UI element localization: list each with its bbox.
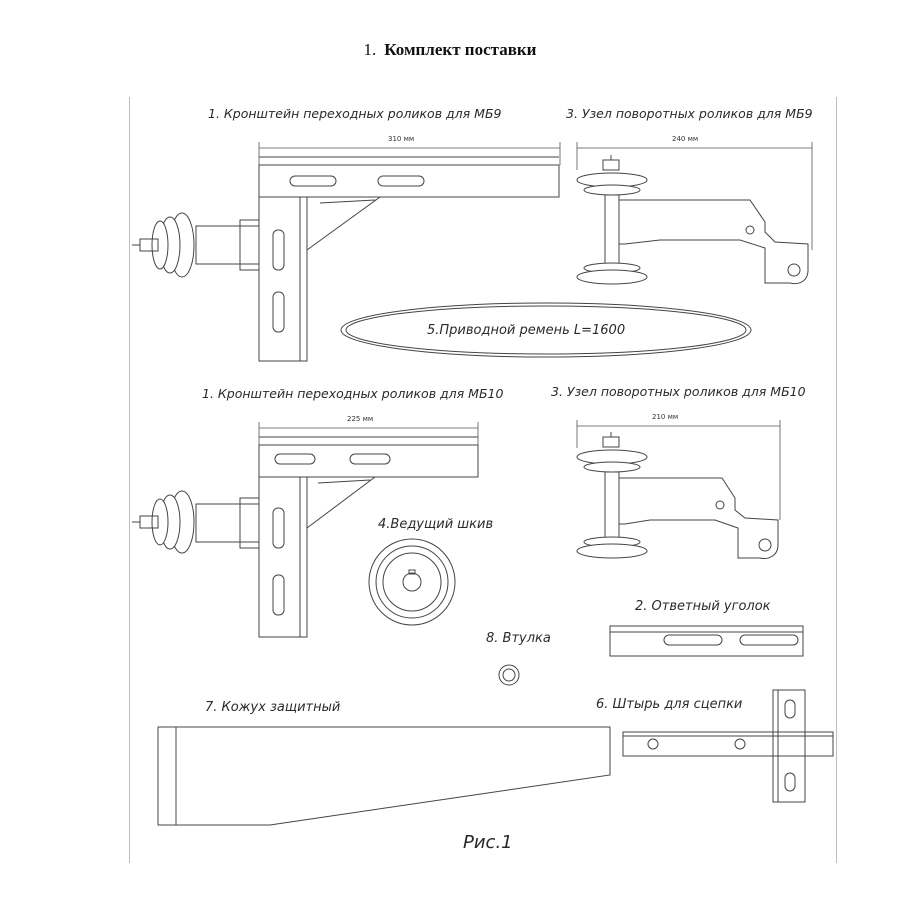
roller-mb10-label: 3. Узел поворотных роликов для МБ10	[551, 384, 806, 399]
heading-number: 1.	[363, 40, 377, 59]
belt-label: 5.Приводной ремень L=1600	[427, 323, 625, 338]
figure-caption: Рис.1	[463, 832, 513, 853]
angle-label: 2. Ответный уголок	[635, 599, 771, 614]
bushing-label: 8. Втулка	[486, 631, 551, 646]
heading-title: Комплект поставки	[384, 40, 537, 59]
bracket-mb10-label: 1. Кронштейн переходных роликов для МБ10	[202, 386, 503, 401]
mating-angle: 2. Ответный уголок	[609, 599, 804, 657]
bracket-mb9-dimension: 310 мм	[388, 135, 414, 143]
drive-belt: 5.Приводной ремень L=1600	[340, 302, 752, 358]
roller-mb9-dimension: 240 мм	[672, 135, 698, 143]
coupling-pin: 6. Штырь для сцепки	[596, 689, 834, 803]
bracket-mb9: 1. Кронштейн переходных роликов для МБ9 …	[132, 106, 561, 362]
figure-frame	[129, 97, 837, 863]
pin-label: 6. Штырь для сцепки	[596, 697, 742, 712]
document-heading: 1. Комплект поставки	[0, 40, 900, 60]
bracket-mb10-dimension: 225 мм	[347, 415, 373, 423]
roller-mb10-dimension: 210 мм	[652, 413, 678, 421]
bushing: 8. Втулка	[486, 631, 551, 686]
protective-cover: 7. Кожух защитный	[157, 700, 611, 826]
roller-assembly-mb9: 3. Узел поворотных роликов для МБ9 240 м…	[566, 106, 813, 285]
cover-label: 7. Кожух защитный	[205, 700, 340, 715]
bracket-mb10: 1. Кронштейн переходных роликов для МБ10…	[132, 386, 503, 638]
roller-mb9-label: 3. Узел поворотных роликов для МБ9	[566, 106, 813, 121]
bracket-mb9-label: 1. Кронштейн переходных роликов для МБ9	[208, 106, 502, 121]
roller-assembly-mb10: 3. Узел поворотных роликов для МБ10 210 …	[551, 384, 806, 559]
pulley-label: 4.Ведущий шкив	[378, 517, 493, 532]
drive-pulley: 4.Ведущий шкив	[368, 517, 493, 626]
